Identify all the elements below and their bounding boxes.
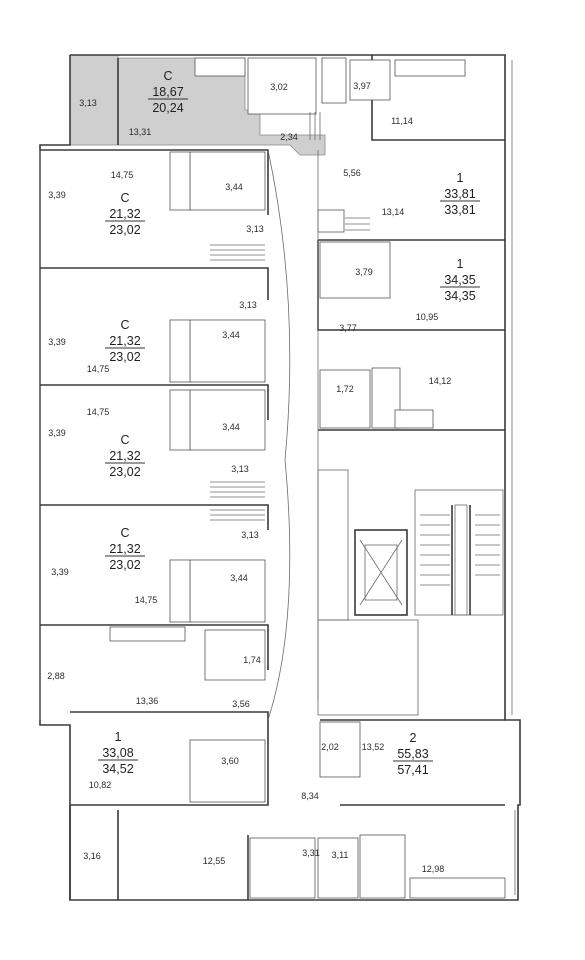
room-area-label: 2,02 (321, 742, 339, 752)
apartment-type: C (120, 318, 129, 332)
stair-core (317, 469, 504, 716)
top-studio (117, 57, 347, 145)
room-area-label: 10,82 (89, 780, 112, 790)
room-area-label: 3,77 (339, 323, 357, 333)
room-area-label: 3,39 (48, 190, 66, 200)
apartment-type: 1 (457, 257, 464, 271)
room-area-label: 13,52 (362, 742, 385, 752)
room-area-label: 3,44 (222, 422, 240, 432)
apartment-living-area: 21,32 (109, 449, 140, 463)
apartment-living-area: 33,81 (444, 187, 475, 201)
apartment-living-area: 18,67 (152, 85, 183, 99)
room-area-label: 14,75 (135, 595, 158, 605)
room-area-label: 3,02 (270, 82, 288, 92)
room-area-label: 12,55 (203, 856, 226, 866)
left-apartments (40, 149, 269, 900)
room-area-label: 3,39 (48, 428, 66, 438)
apartment-a6[interactable]: C 21,32 23,02 (105, 433, 145, 479)
apartment-a7[interactable]: C 21,32 23,02 (105, 526, 145, 572)
apartment-total-area: 34,52 (102, 762, 133, 776)
room-area-label: 12,98 (422, 864, 445, 874)
room-area-label: 10,95 (416, 312, 439, 322)
apartment-total-area: 34,35 (444, 289, 475, 303)
apartment-type: C (163, 69, 172, 83)
room-area-label: 3,56 (232, 699, 250, 709)
room-area-label: 13,31 (129, 127, 152, 137)
room-area-label: 3,60 (221, 756, 239, 766)
apartment-total-area: 33,81 (444, 203, 475, 217)
apartment-total-area: 23,02 (109, 558, 140, 572)
apartment-a1[interactable]: C 18,67 20,24 (148, 69, 188, 115)
apartment-total-area: 20,24 (152, 101, 183, 115)
apartment-living-area: 34,35 (444, 273, 475, 287)
apartment-living-area: 55,83 (397, 747, 428, 761)
room-area-label: 13,14 (382, 207, 405, 217)
room-area-label: 1,74 (243, 655, 261, 665)
room-area-label: 5,56 (343, 168, 361, 178)
right-apartments (317, 55, 505, 431)
room-area-label: 3,13 (231, 464, 249, 474)
apartment-markers: C 18,67 20,24 1 33,81 33,81 C 21,32 23,0… (98, 69, 480, 777)
apartment-living-area: 33,08 (102, 746, 133, 760)
apartment-type: 1 (115, 730, 122, 744)
room-area-label: 14,75 (87, 407, 110, 417)
apartment-total-area: 23,02 (109, 350, 140, 364)
room-area-label: 3,44 (222, 330, 240, 340)
apartment-living-area: 21,32 (109, 334, 140, 348)
room-area-label: 3,39 (51, 567, 69, 577)
room-labels: 3,13 13,31 3,02 3,97 11,14 2,34 5,56 13,… (47, 81, 451, 874)
apartment-total-area: 23,02 (109, 223, 140, 237)
apartment-a3[interactable]: C 21,32 23,02 (105, 191, 145, 237)
apartment-type: C (120, 433, 129, 447)
room-area-label: 2,34 (280, 132, 298, 142)
apartment-living-area: 21,32 (109, 542, 140, 556)
apartment-total-area: 57,41 (397, 763, 428, 777)
apartment-living-area: 21,32 (109, 207, 140, 221)
room-area-label: 1,72 (336, 384, 354, 394)
corridor (267, 149, 319, 721)
room-area-label: 11,14 (391, 116, 413, 126)
apartment-a2[interactable]: 1 33,81 33,81 (440, 171, 480, 217)
room-area-label: 3,44 (230, 573, 248, 583)
room-area-label: 14,12 (429, 376, 452, 386)
room-area-label: 3,39 (48, 337, 66, 347)
room-area-label: 3,13 (246, 224, 264, 234)
room-area-label: 3,11 (332, 850, 349, 860)
room-area-label: 3,16 (83, 851, 101, 861)
apartment-a8[interactable]: 1 33,08 34,52 (98, 730, 138, 776)
room-area-label: 14,75 (111, 170, 134, 180)
bottom-apartments (247, 719, 506, 900)
apartment-type: 2 (410, 731, 417, 745)
room-area-label: 2,88 (47, 671, 65, 681)
apartment-a9[interactable]: 2 55,83 57,41 (393, 731, 433, 777)
room-area-label: 3,44 (225, 182, 243, 192)
apartment-total-area: 23,02 (109, 465, 140, 479)
apartment-a4[interactable]: 1 34,35 34,35 (440, 257, 480, 303)
room-area-label: 3,13 (239, 300, 257, 310)
room-area-label: 3,13 (241, 530, 259, 540)
room-area-label: 3,31 (302, 848, 320, 858)
room-area-label: 3,79 (355, 267, 373, 277)
room-area-label: 8,34 (301, 791, 319, 801)
apartment-type: C (120, 191, 129, 205)
apartment-type: 1 (457, 171, 464, 185)
apartment-a5[interactable]: C 21,32 23,02 (105, 318, 145, 364)
room-area-label: 3,97 (353, 81, 371, 91)
room-area-label: 14,75 (87, 364, 110, 374)
room-area-label: 3,13 (79, 98, 97, 108)
apartment-type: C (120, 526, 129, 540)
room-area-label: 13,36 (136, 696, 159, 706)
